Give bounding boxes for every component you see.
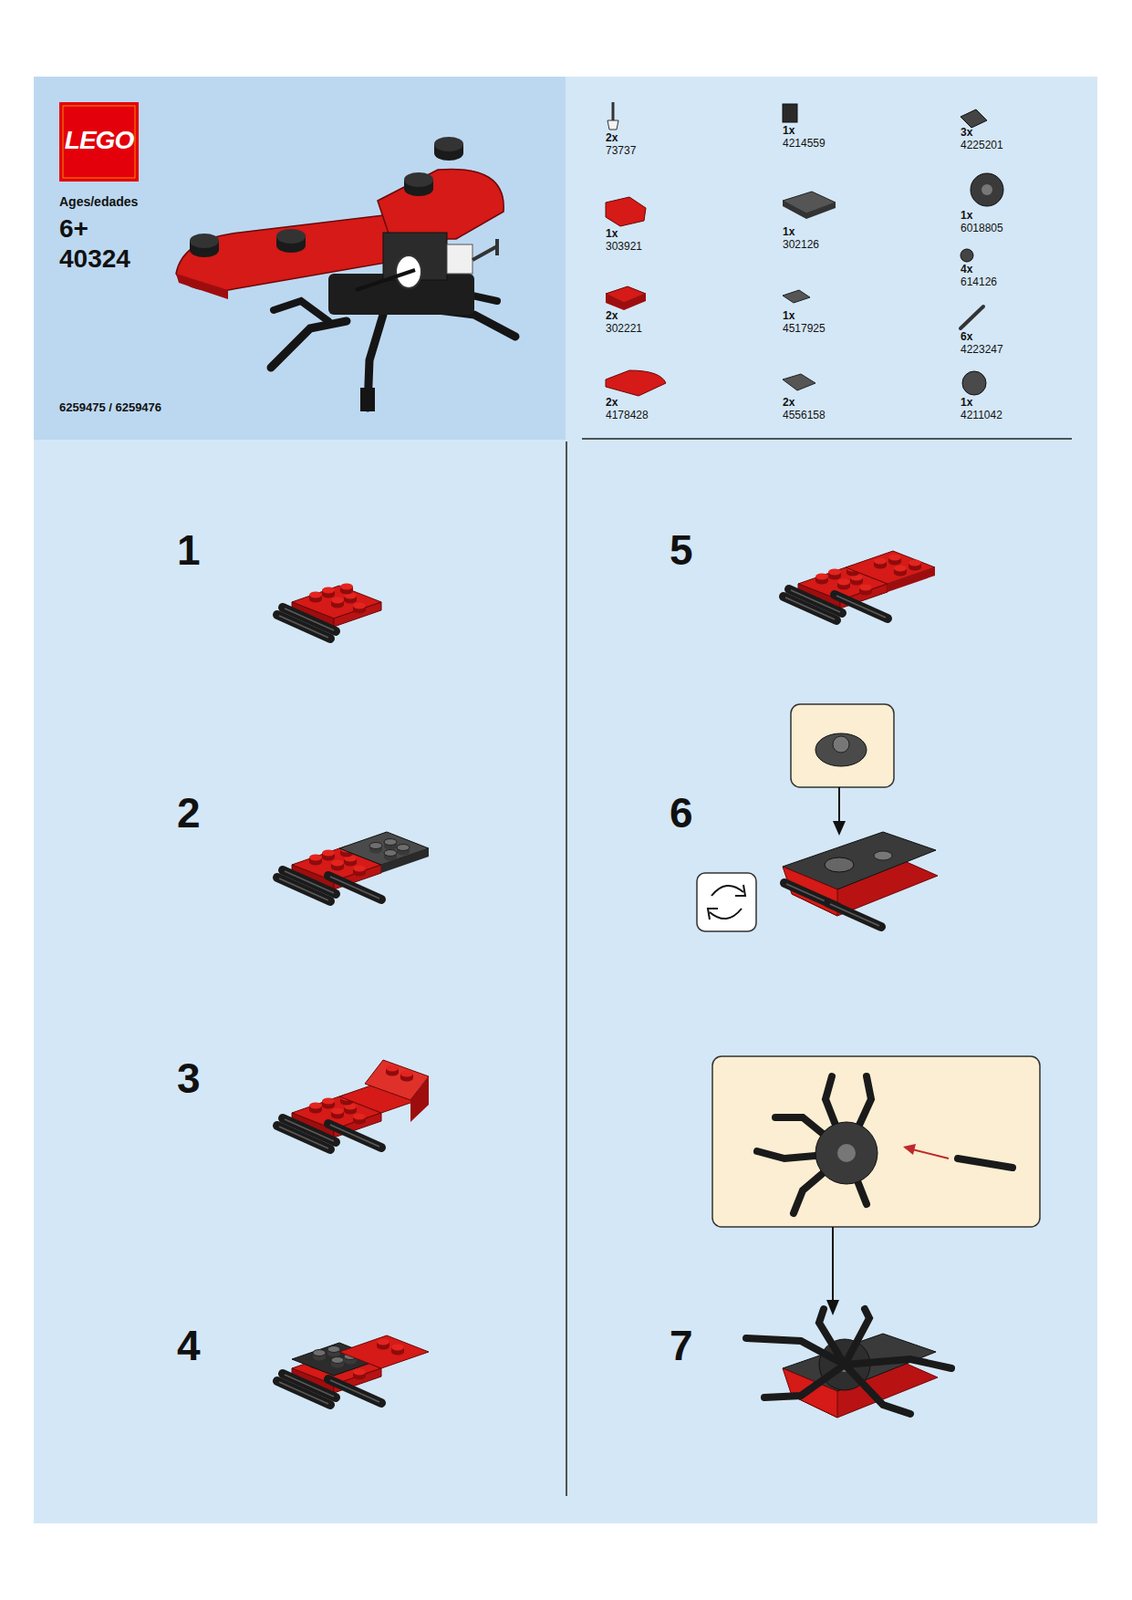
- set-number: 40324: [59, 245, 131, 274]
- logo-text: LEGO: [59, 126, 139, 156]
- part-quantity: 2x: [605, 310, 618, 322]
- part-quantity: 3x: [960, 126, 973, 139]
- step-number: 7: [669, 1322, 694, 1370]
- part-number: 614126: [960, 276, 997, 289]
- part-number: 4214559: [782, 137, 826, 150]
- step-number: 6: [669, 789, 694, 837]
- part-quantity: 1x: [960, 396, 973, 409]
- part-quantity: 2x: [782, 396, 795, 409]
- part-number: 303921: [605, 240, 643, 253]
- part-quantity: 1x: [960, 209, 973, 222]
- part-quantity: 2x: [605, 396, 618, 409]
- product-code: 6259475 / 6259476: [59, 401, 162, 415]
- part-quantity: 1x: [782, 226, 795, 239]
- part-quantity: 6x: [960, 331, 973, 343]
- part-quantity: 2x: [605, 132, 618, 145]
- part-number: 4223247: [960, 343, 1004, 356]
- part-number: 73737: [605, 145, 636, 157]
- age-label: Ages/edades: [59, 195, 138, 209]
- part-quantity: 1x: [782, 124, 795, 137]
- part-number: 6018805: [960, 222, 1004, 235]
- part-number: 302126: [782, 238, 820, 251]
- part-quantity: 4x: [960, 263, 973, 276]
- step-number: 4: [176, 1322, 201, 1370]
- part-quantity: 1x: [782, 310, 795, 322]
- part-number: 4178428: [605, 409, 649, 422]
- step-number: 3: [176, 1055, 201, 1102]
- part-number: 4211042: [960, 409, 1003, 422]
- step-number: 2: [176, 789, 201, 837]
- part-number: 4556158: [782, 409, 826, 422]
- part-number: 4225201: [960, 139, 1004, 152]
- step-number: 1: [176, 527, 201, 574]
- part-quantity: 1x: [605, 228, 618, 240]
- step-number: 5: [669, 527, 694, 574]
- part-number: 302221: [605, 322, 643, 335]
- age-number: 6+: [59, 215, 89, 244]
- part-number: 4517925: [782, 322, 826, 335]
